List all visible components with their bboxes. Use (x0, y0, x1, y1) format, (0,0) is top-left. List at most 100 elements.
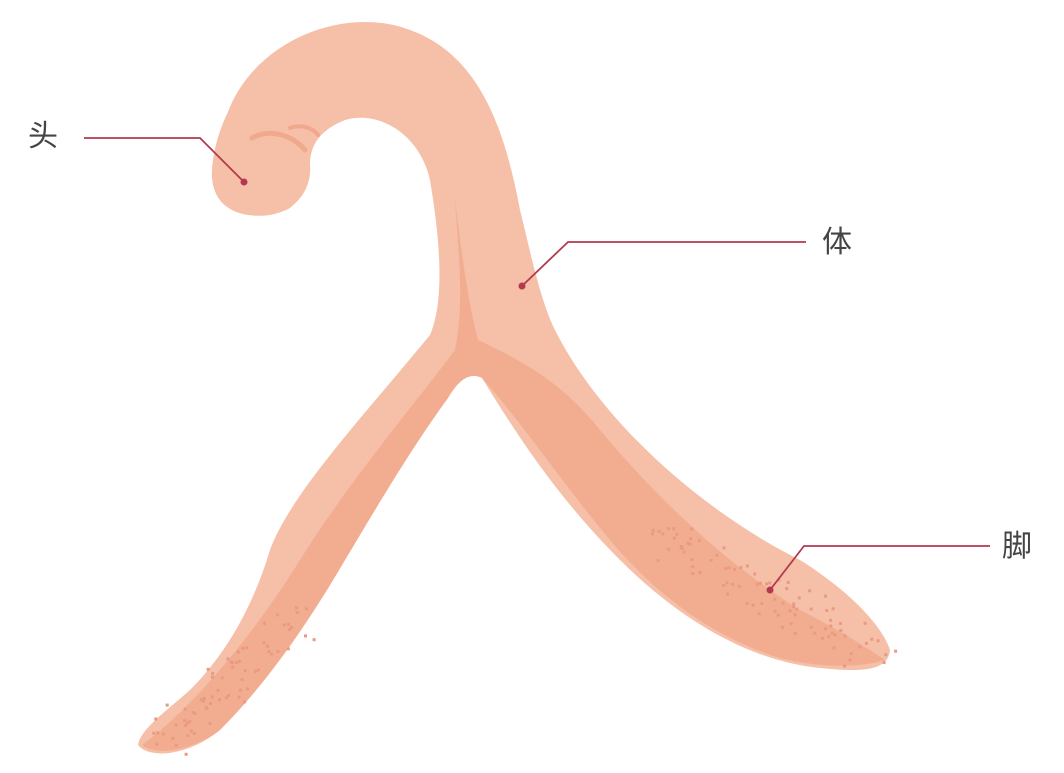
texture-dots (152, 527, 898, 756)
texture-dot (691, 572, 695, 575)
foot-label: 脚 (1002, 529, 1032, 564)
texture-dot (286, 647, 290, 651)
texture-dot (689, 537, 693, 541)
texture-dot (773, 597, 777, 601)
texture-dot (276, 650, 280, 653)
texture-dot (858, 645, 862, 649)
head-shape (215, 128, 306, 214)
texture-dot (894, 649, 898, 653)
texture-dot (238, 688, 242, 692)
texture-dot (262, 641, 266, 645)
texture-dot (193, 712, 197, 716)
texture-dot (210, 695, 214, 699)
texture-dot (672, 527, 676, 531)
inner-channel-shape (142, 200, 885, 751)
texture-dot (156, 731, 160, 735)
texture-dot (688, 542, 692, 546)
texture-dot (709, 559, 713, 563)
texture-dot (727, 566, 731, 570)
texture-dot (733, 567, 736, 571)
texture-dot (241, 646, 245, 650)
texture-dot (236, 650, 240, 654)
texture-dot (667, 547, 671, 551)
texture-dot (184, 724, 188, 727)
texture-dot (751, 603, 755, 607)
texture-dot (276, 613, 280, 617)
texture-dot (726, 592, 729, 596)
texture-dot (724, 567, 728, 571)
texture-dot (686, 541, 690, 545)
texture-dot (183, 719, 187, 723)
texture-dot (243, 669, 247, 673)
texture-dot (201, 699, 205, 703)
texture-dot (174, 723, 178, 727)
texture-dot (789, 622, 793, 626)
texture-dot (876, 639, 880, 643)
texture-dot (240, 678, 244, 681)
texture-dot (824, 594, 827, 598)
texture-dot (152, 731, 156, 735)
texture-dot (792, 605, 796, 609)
texture-dot (257, 668, 260, 672)
texture-dot (848, 658, 852, 662)
texture-dot (839, 629, 843, 632)
texture-dot (165, 703, 169, 707)
texture-dot (870, 637, 874, 641)
texture-dot (282, 623, 286, 627)
texture-dot (832, 646, 836, 650)
texture-dot (725, 581, 729, 585)
texture-dot (220, 676, 224, 680)
texture-dot (776, 613, 780, 617)
texture-dot (809, 607, 813, 611)
texture-dot (849, 652, 853, 656)
texture-dot (174, 743, 178, 747)
texture-dot (825, 609, 829, 612)
texture-dot (231, 665, 235, 669)
texture-dot (227, 694, 230, 697)
head-label: 头 (28, 119, 58, 154)
texture-dot (162, 732, 165, 736)
texture-dot (823, 627, 827, 631)
texture-dot (813, 631, 817, 635)
texture-dot (225, 696, 228, 700)
texture-dot (758, 581, 762, 585)
texture-dot (154, 717, 158, 721)
texture-dot (722, 546, 726, 550)
body-label: 体 (822, 225, 852, 260)
texture-dot (312, 638, 316, 642)
texture-dot (208, 702, 212, 705)
texture-dot (839, 621, 842, 625)
texture-dot (290, 626, 293, 630)
texture-dot (745, 564, 749, 568)
texture-dot (797, 596, 801, 600)
body-leader-line (521, 241, 806, 287)
texture-dot (188, 720, 192, 723)
head-ridge (288, 124, 320, 137)
texture-dot (773, 609, 777, 613)
texture-dot (793, 632, 797, 635)
texture-dot (831, 607, 835, 611)
texture-dot (171, 737, 175, 740)
texture-dot (226, 657, 230, 661)
texture-dot (781, 601, 785, 605)
texture-dot (757, 612, 761, 616)
texture-dot (206, 667, 210, 671)
texture-dot (218, 698, 222, 702)
texture-dot (691, 565, 695, 569)
texture-dot (843, 664, 847, 668)
texture-dot (184, 752, 188, 756)
head-leader-line (84, 137, 245, 183)
texture-dot (304, 634, 307, 638)
texture-dot (760, 601, 764, 605)
texture-dot (185, 721, 189, 725)
texture-dot (656, 559, 660, 563)
texture-dot (690, 527, 694, 531)
texture-dot (651, 528, 655, 532)
head-ridge (249, 130, 308, 153)
texture-dot (667, 527, 671, 531)
texture-dot (820, 636, 824, 640)
texture-dot (661, 532, 665, 536)
texture-dot (753, 572, 757, 576)
texture-dot (211, 671, 215, 675)
